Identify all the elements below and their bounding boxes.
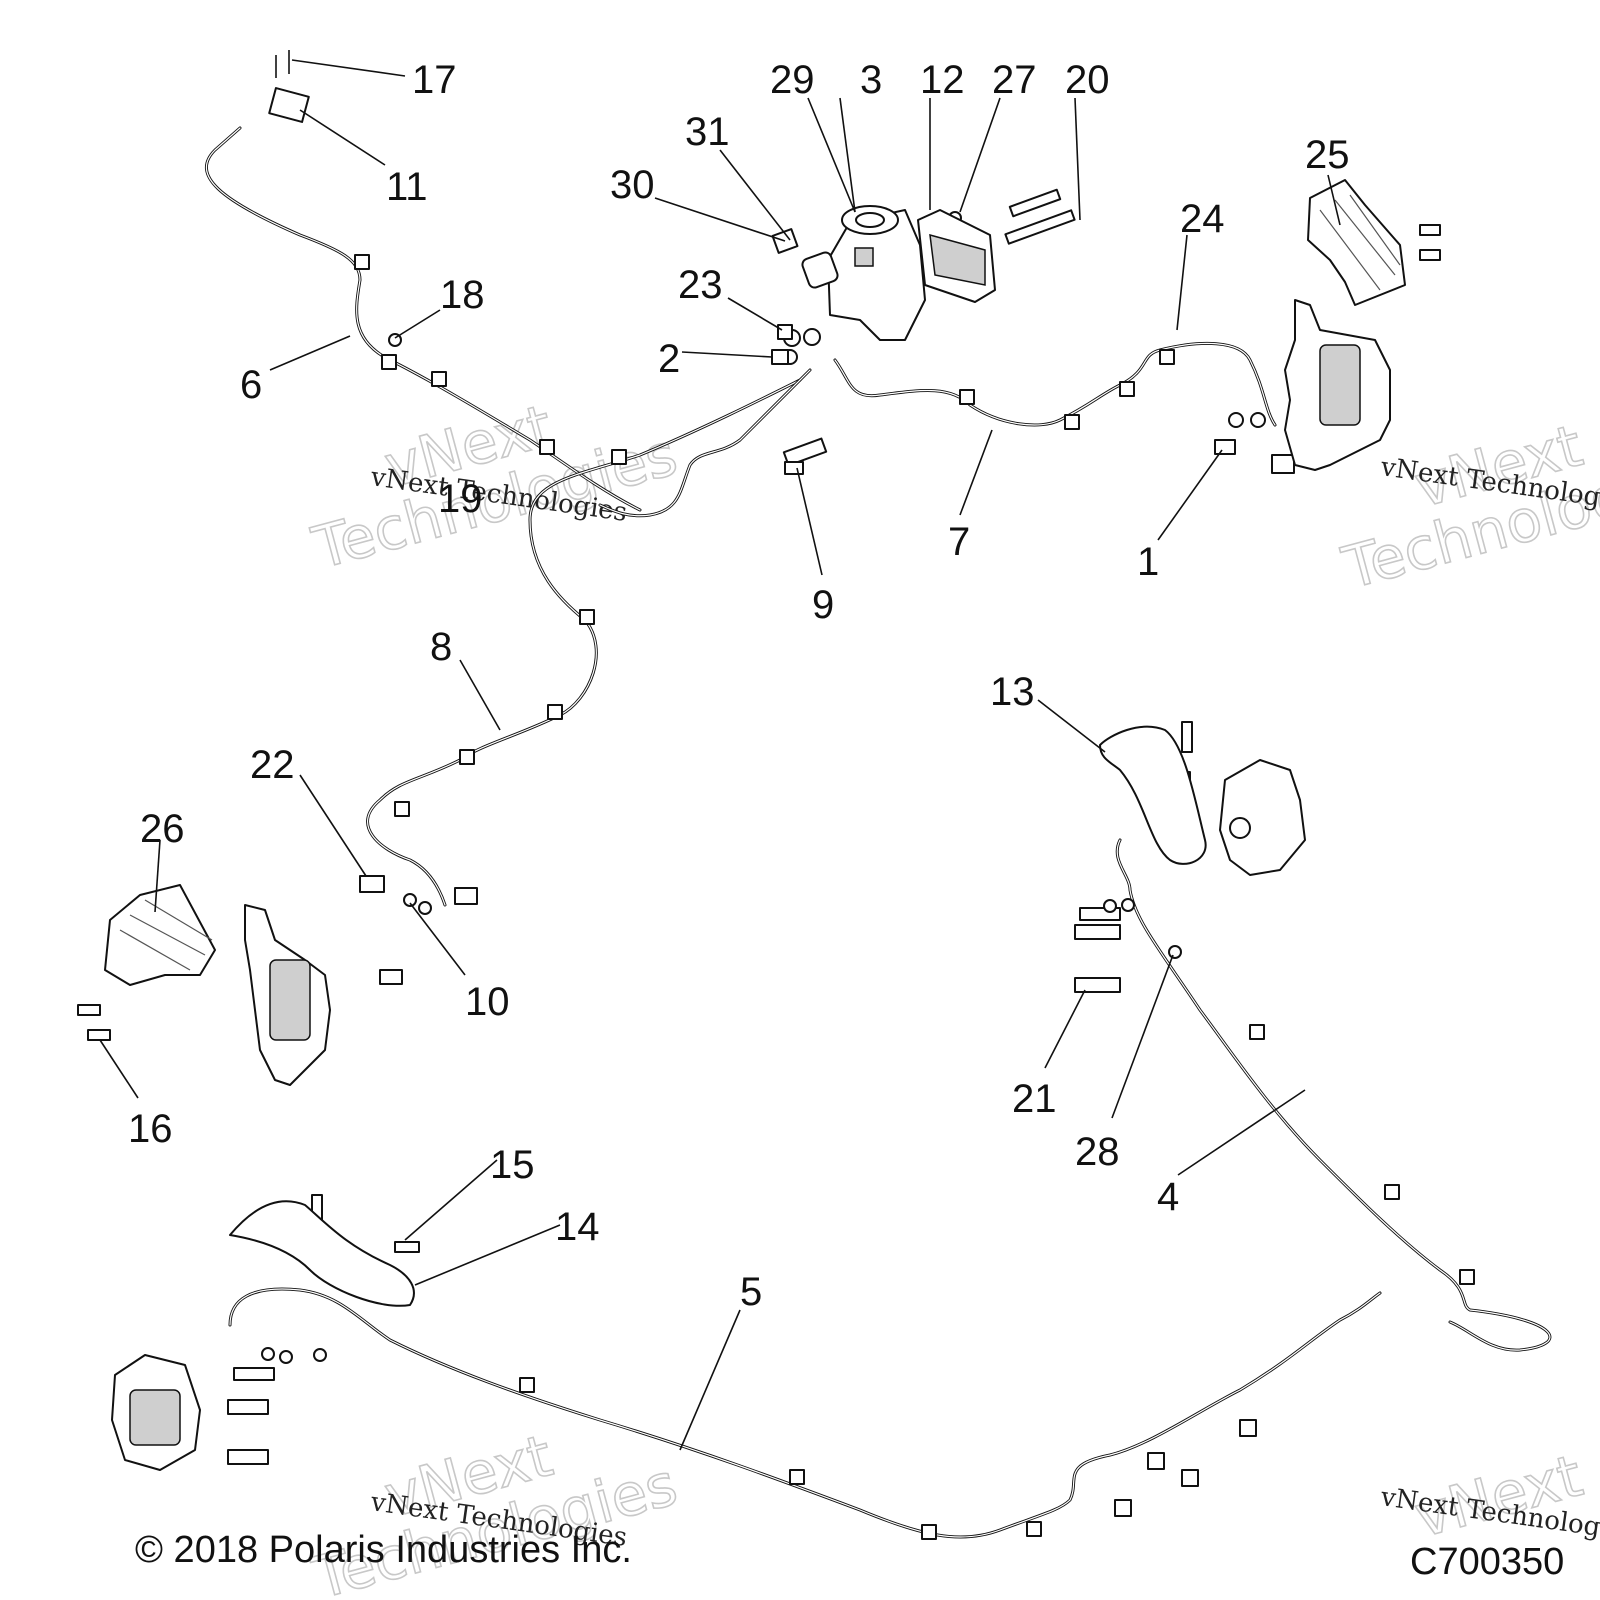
caliper-guard-13: [1099, 725, 1207, 865]
callout-30: 30: [610, 163, 655, 207]
callout-18: 18: [440, 273, 485, 317]
master-cylinder-assembly: [771, 205, 996, 341]
callout-14: 14: [555, 1205, 600, 1249]
callout-22: 22: [250, 743, 295, 787]
callout-29: 29: [770, 58, 815, 102]
callout-4: 4: [1157, 1175, 1179, 1219]
caliper-guard-25: [1307, 179, 1406, 306]
diagram-code: C700350: [1410, 1541, 1564, 1583]
copyright-notice: © 2018 Polaris Industries Inc.: [135, 1529, 632, 1571]
callout-25: 25: [1305, 133, 1350, 177]
callout-labels: 1 2 3 4 5 6 7 8 9 10 11 12 13 14 15 16 1…: [128, 58, 1350, 1314]
brake-line-7: [833, 342, 1277, 427]
callout-5: 5: [740, 1270, 762, 1314]
callout-17: 17: [412, 58, 457, 102]
callout-21: 21: [1012, 1077, 1057, 1121]
callout-6: 6: [240, 363, 262, 407]
callout-13: 13: [990, 670, 1035, 714]
callout-16: 16: [128, 1107, 173, 1151]
brake-line-4: [1115, 838, 1552, 1352]
callout-28: 28: [1075, 1130, 1120, 1174]
callout-7: 7: [948, 520, 970, 564]
brake-calipers: [111, 299, 1391, 1471]
caliper-guard-26: [104, 884, 216, 986]
callout-2: 2: [658, 337, 680, 381]
caliper-right-rear: [1219, 759, 1306, 876]
callout-20: 20: [1065, 58, 1110, 102]
callout-10: 10: [465, 980, 510, 1024]
callout-15: 15: [490, 1143, 535, 1187]
line-clips: [354, 254, 1475, 1540]
callout-19: 19: [438, 477, 483, 521]
small-fasteners: [77, 50, 1441, 1517]
callout-9: 9: [812, 583, 834, 627]
callout-1: 1: [1137, 540, 1159, 584]
callout-leaders: [99, 59, 1341, 1451]
callout-27: 27: [992, 58, 1037, 102]
callout-24: 24: [1180, 197, 1225, 241]
callout-26: 26: [140, 807, 185, 851]
callout-31: 31: [685, 110, 730, 154]
callout-11: 11: [386, 165, 428, 209]
callout-12: 12: [920, 58, 965, 102]
caliper-guard-14: [229, 1200, 415, 1307]
caliper-guards: [104, 179, 1406, 1307]
callout-3: 3: [860, 58, 882, 102]
callout-8: 8: [430, 625, 452, 669]
callout-23: 23: [678, 263, 723, 307]
